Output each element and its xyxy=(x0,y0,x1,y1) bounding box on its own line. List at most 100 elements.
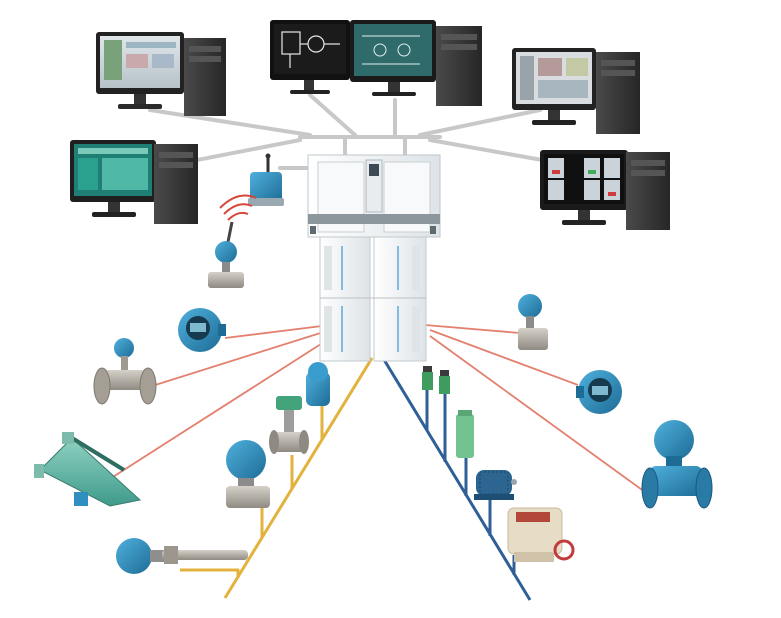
ethernet-link xyxy=(308,93,357,137)
switch-body xyxy=(456,414,474,458)
valve-body xyxy=(274,432,304,452)
coriolis-flow-meter[interactable] xyxy=(34,432,142,507)
electric-motor[interactable] xyxy=(474,470,517,500)
alarm-indicator xyxy=(608,192,616,196)
monitor-stand xyxy=(548,110,560,120)
fieldbus-segment-yellow xyxy=(180,357,374,599)
control-valve-positioner[interactable] xyxy=(269,396,309,454)
screen-panel xyxy=(584,180,600,200)
vortex-flow-meter[interactable] xyxy=(93,338,157,405)
actuator-plate xyxy=(516,512,550,522)
dcs-controller-rack[interactable] xyxy=(307,154,441,362)
alarm-workstation[interactable] xyxy=(540,150,670,230)
field-indicator-right[interactable] xyxy=(576,370,622,414)
monitor-screen xyxy=(354,24,432,76)
drive-bay xyxy=(159,162,193,168)
ethernet-link xyxy=(418,108,542,137)
motor-base xyxy=(474,494,514,500)
monitor-base xyxy=(118,104,162,109)
hart-wire xyxy=(429,329,579,386)
fieldbus-segment-blue xyxy=(381,357,532,601)
drive-bay xyxy=(601,60,635,66)
historian-workstation[interactable] xyxy=(512,48,640,134)
controller-connector xyxy=(430,226,436,234)
indicator-clamp xyxy=(576,386,584,398)
drive-bay xyxy=(441,44,477,50)
flange xyxy=(695,467,713,509)
screen-panel xyxy=(548,158,564,178)
transmitter-neck xyxy=(238,478,254,488)
engineering-workstation[interactable] xyxy=(270,20,482,106)
meter-transmitter xyxy=(74,492,88,506)
pressure-transmitter-head[interactable] xyxy=(306,362,330,406)
screen-panel xyxy=(538,80,588,98)
io-terminal-strip xyxy=(412,306,420,352)
application-workstation[interactable] xyxy=(70,140,198,224)
alarm-indicator xyxy=(552,170,560,174)
flange xyxy=(93,367,111,405)
monitor-stand xyxy=(388,82,400,92)
monitor-base xyxy=(372,92,416,96)
flange xyxy=(34,464,44,478)
temperature-sensor[interactable] xyxy=(116,538,248,574)
transmitter-neck xyxy=(222,262,230,272)
monitor-base xyxy=(290,90,330,94)
indicator-lcd xyxy=(592,386,608,395)
transmitter-head xyxy=(114,338,134,358)
differential-pressure-transmitter[interactable] xyxy=(226,440,270,508)
sensor-cap xyxy=(423,366,432,372)
sensor-head xyxy=(116,538,152,574)
screen-panel xyxy=(520,56,534,100)
pid-graphic xyxy=(281,31,340,68)
transmitter-flange xyxy=(226,486,270,508)
operator-workstation[interactable] xyxy=(96,32,226,116)
actuator-yoke xyxy=(284,410,294,434)
drive-bay xyxy=(441,34,477,40)
sensor-barrel xyxy=(439,376,450,394)
alarm-indicator xyxy=(588,170,596,174)
monitor-stand xyxy=(578,210,590,220)
transmitter-head xyxy=(654,420,694,460)
transmitter-head xyxy=(215,241,237,263)
meter-tube xyxy=(70,436,126,472)
motor-body xyxy=(476,470,512,496)
pid-graphic xyxy=(362,35,420,65)
drive-bay xyxy=(631,170,665,176)
proximity-sensor-2[interactable] xyxy=(439,370,450,394)
monitor-stand xyxy=(304,80,314,90)
thermowell xyxy=(162,550,248,560)
ethernet-link xyxy=(148,108,312,137)
monitor-base xyxy=(532,120,576,125)
flange xyxy=(269,430,279,454)
sensor-cap xyxy=(440,370,449,376)
hart-wire xyxy=(151,329,331,387)
monitor-base xyxy=(92,212,136,217)
motor-shaft xyxy=(511,479,517,485)
wireless-pressure-transmitter[interactable] xyxy=(208,221,244,288)
indicator-clamp xyxy=(218,324,226,336)
io-terminal-strip xyxy=(324,246,332,290)
field-indicator-left[interactable] xyxy=(178,308,226,352)
drive-bay xyxy=(189,46,221,52)
proximity-sensor-1[interactable] xyxy=(422,366,433,390)
valve-actuator[interactable] xyxy=(507,507,575,562)
transmitter-flange xyxy=(518,328,548,350)
wireless-gateway[interactable] xyxy=(248,153,284,207)
io-terminal-strip xyxy=(412,246,420,290)
pressure-transmitter-right[interactable] xyxy=(518,294,548,350)
transmitter-neck xyxy=(666,456,682,468)
magnetic-flow-meter[interactable] xyxy=(641,420,713,509)
flange xyxy=(641,467,659,509)
screen-panel xyxy=(104,40,122,80)
positioner-head xyxy=(276,396,302,410)
transmitter-neck xyxy=(526,316,534,328)
screen-panel xyxy=(152,54,174,68)
level-switch[interactable] xyxy=(456,410,474,458)
switch-cap xyxy=(458,410,472,416)
flow-body xyxy=(650,466,702,496)
hart-wiring xyxy=(104,324,646,493)
drive-bay xyxy=(601,70,635,76)
fieldbus-trunk xyxy=(381,357,532,601)
monitor-base xyxy=(562,220,606,225)
